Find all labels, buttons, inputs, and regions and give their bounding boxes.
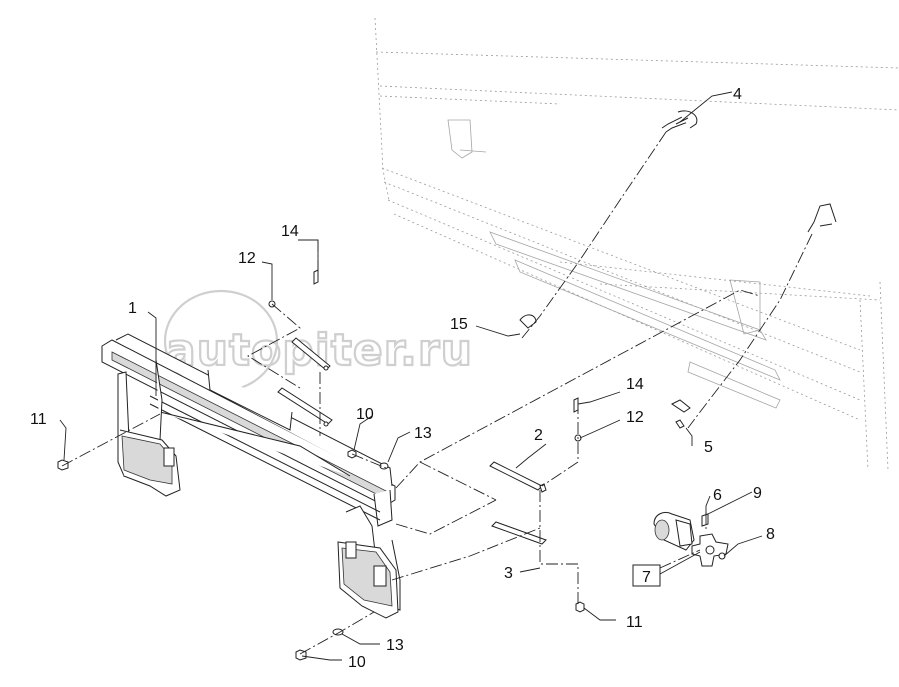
callout-2: 2 xyxy=(534,427,543,444)
callout-8: 8 xyxy=(766,526,775,543)
callout-11-right: 11 xyxy=(626,614,643,631)
callout-11-left: 11 xyxy=(30,411,47,428)
callout-13-bottom: 13 xyxy=(386,637,404,654)
leader-lines xyxy=(59,91,763,661)
callout-6: 6 xyxy=(713,487,722,504)
callout-7-box xyxy=(632,564,661,587)
callout-14-top: 14 xyxy=(281,223,299,240)
callout-7: 7 xyxy=(642,569,651,586)
fasteners xyxy=(57,269,691,661)
yoke-assembly xyxy=(653,511,729,567)
body-panel-ghost xyxy=(374,17,899,471)
callout-1: 1 xyxy=(128,300,137,317)
callout-13-top: 13 xyxy=(414,425,432,442)
callout-10-top: 10 xyxy=(356,406,374,423)
callout-14-right: 14 xyxy=(626,376,644,393)
callout-4: 4 xyxy=(733,86,742,103)
watermark-text: autopiter.ru xyxy=(166,325,473,376)
callout-labels: 1 2 3 4 5 6 7 8 9 10 10 11 11 12 12 13 1… xyxy=(30,86,775,671)
callout-10-bottom: 10 xyxy=(348,654,366,671)
u-bolt-part-4 xyxy=(661,110,837,233)
callout-9: 9 xyxy=(753,485,762,502)
bracket-part-2 xyxy=(277,337,547,545)
main-frame-part xyxy=(101,333,401,619)
assembly-lines xyxy=(61,131,813,655)
callout-12-top: 12 xyxy=(238,250,256,267)
callout-15: 15 xyxy=(450,316,468,333)
watermark-logo: autopiter.ru xyxy=(163,289,473,393)
callout-3: 3 xyxy=(504,565,513,582)
callout-12-right: 12 xyxy=(626,409,644,426)
callout-5: 5 xyxy=(704,439,713,456)
